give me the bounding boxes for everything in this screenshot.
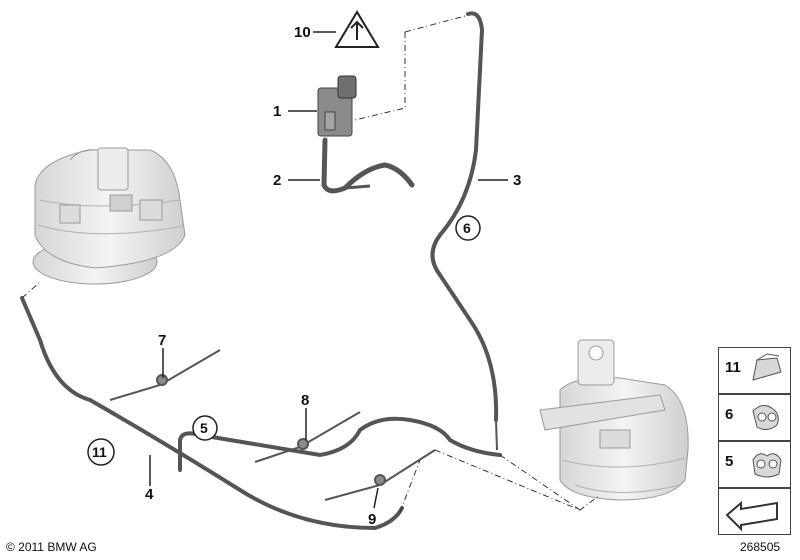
callout-10: 10 bbox=[294, 24, 311, 41]
dash-connectors bbox=[21, 15, 601, 513]
callout-8: 8 bbox=[301, 392, 309, 409]
hose-clip-icon bbox=[752, 453, 782, 478]
circled-6: 6 bbox=[455, 215, 481, 241]
svg-text:6: 6 bbox=[463, 220, 471, 236]
bracket-7 bbox=[109, 349, 221, 401]
leader-lines bbox=[149, 31, 508, 509]
callout-4: 4 bbox=[145, 486, 154, 503]
vacuum-solenoid-valve bbox=[317, 75, 357, 137]
legend-item-6: 6 bbox=[718, 394, 791, 441]
bracket-8 bbox=[254, 411, 361, 463]
copyright-text: © 2011 BMW AG bbox=[6, 540, 97, 554]
legend: 11 6 5 bbox=[718, 347, 791, 537]
clip-icon bbox=[752, 353, 782, 381]
legend-label: 5 bbox=[725, 453, 734, 470]
arrow-icon bbox=[725, 500, 778, 532]
hose-part-4 bbox=[20, 296, 404, 531]
legend-item-arrow bbox=[718, 488, 791, 535]
legend-item-11: 11 bbox=[718, 347, 791, 394]
callout-3: 3 bbox=[513, 172, 521, 189]
legend-item-5: 5 bbox=[718, 441, 791, 488]
circled-5: 5 bbox=[192, 415, 218, 441]
hose-part-3 bbox=[430, 11, 499, 422]
svg-text:11: 11 bbox=[92, 444, 107, 460]
legend-label: 6 bbox=[725, 406, 734, 423]
double-clip-icon bbox=[752, 405, 779, 431]
legend-label: 11 bbox=[725, 359, 741, 376]
callout-1: 1 bbox=[273, 103, 281, 120]
engine-mount-right bbox=[539, 339, 689, 501]
svg-text:5: 5 bbox=[200, 420, 208, 436]
callout-9: 9 bbox=[368, 511, 376, 528]
circled-11: 11 bbox=[87, 438, 115, 466]
bracket-9 bbox=[324, 449, 436, 501]
callout-2: 2 bbox=[273, 172, 281, 189]
electrical-warning-icon bbox=[334, 10, 380, 48]
engine-mount-left bbox=[32, 147, 186, 285]
hose-part-2 bbox=[321, 137, 415, 194]
diagram-id: 268505 bbox=[740, 540, 781, 554]
hose-section-upper bbox=[178, 416, 502, 472]
callout-7: 7 bbox=[158, 332, 166, 349]
